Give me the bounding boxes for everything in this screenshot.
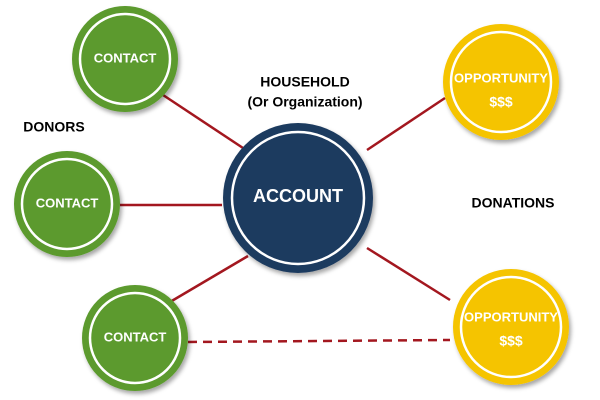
connector-account-opportunity-bottom xyxy=(366,246,451,302)
opportunity-amount-bottom: $$$ xyxy=(499,333,523,349)
opportunity-node-top xyxy=(443,24,559,140)
opportunity-label-bottom: OPPORTUNITY xyxy=(464,309,558,324)
opportunity-node-bottom xyxy=(453,269,569,385)
contact-label-top: CONTACT xyxy=(94,50,157,65)
account-label: ACCOUNT xyxy=(253,186,343,206)
contact-node-bottom xyxy=(82,285,188,391)
account-node xyxy=(223,123,373,273)
contact-label-middle: CONTACT xyxy=(36,195,99,210)
household-sublabel: (Or Organization) xyxy=(247,94,362,110)
contact-node-middle xyxy=(14,151,120,257)
connector-contact-top-account xyxy=(159,91,244,150)
connector-contact-bottom-account xyxy=(169,254,249,304)
household-label: HOUSEHOLD xyxy=(260,74,349,90)
contact-label-bottom: CONTACT xyxy=(104,329,167,344)
opportunity-amount-top: $$$ xyxy=(489,94,513,110)
donations-label: DONATIONS xyxy=(472,195,555,211)
connector-contact-bottom-opportunity-bottom-dashed xyxy=(187,338,451,344)
contact-node-top xyxy=(72,6,178,112)
connector-account-opportunity-top xyxy=(366,96,446,152)
donors-label: DONORS xyxy=(23,119,84,135)
opportunity-label-top: OPPORTUNITY xyxy=(454,70,548,85)
